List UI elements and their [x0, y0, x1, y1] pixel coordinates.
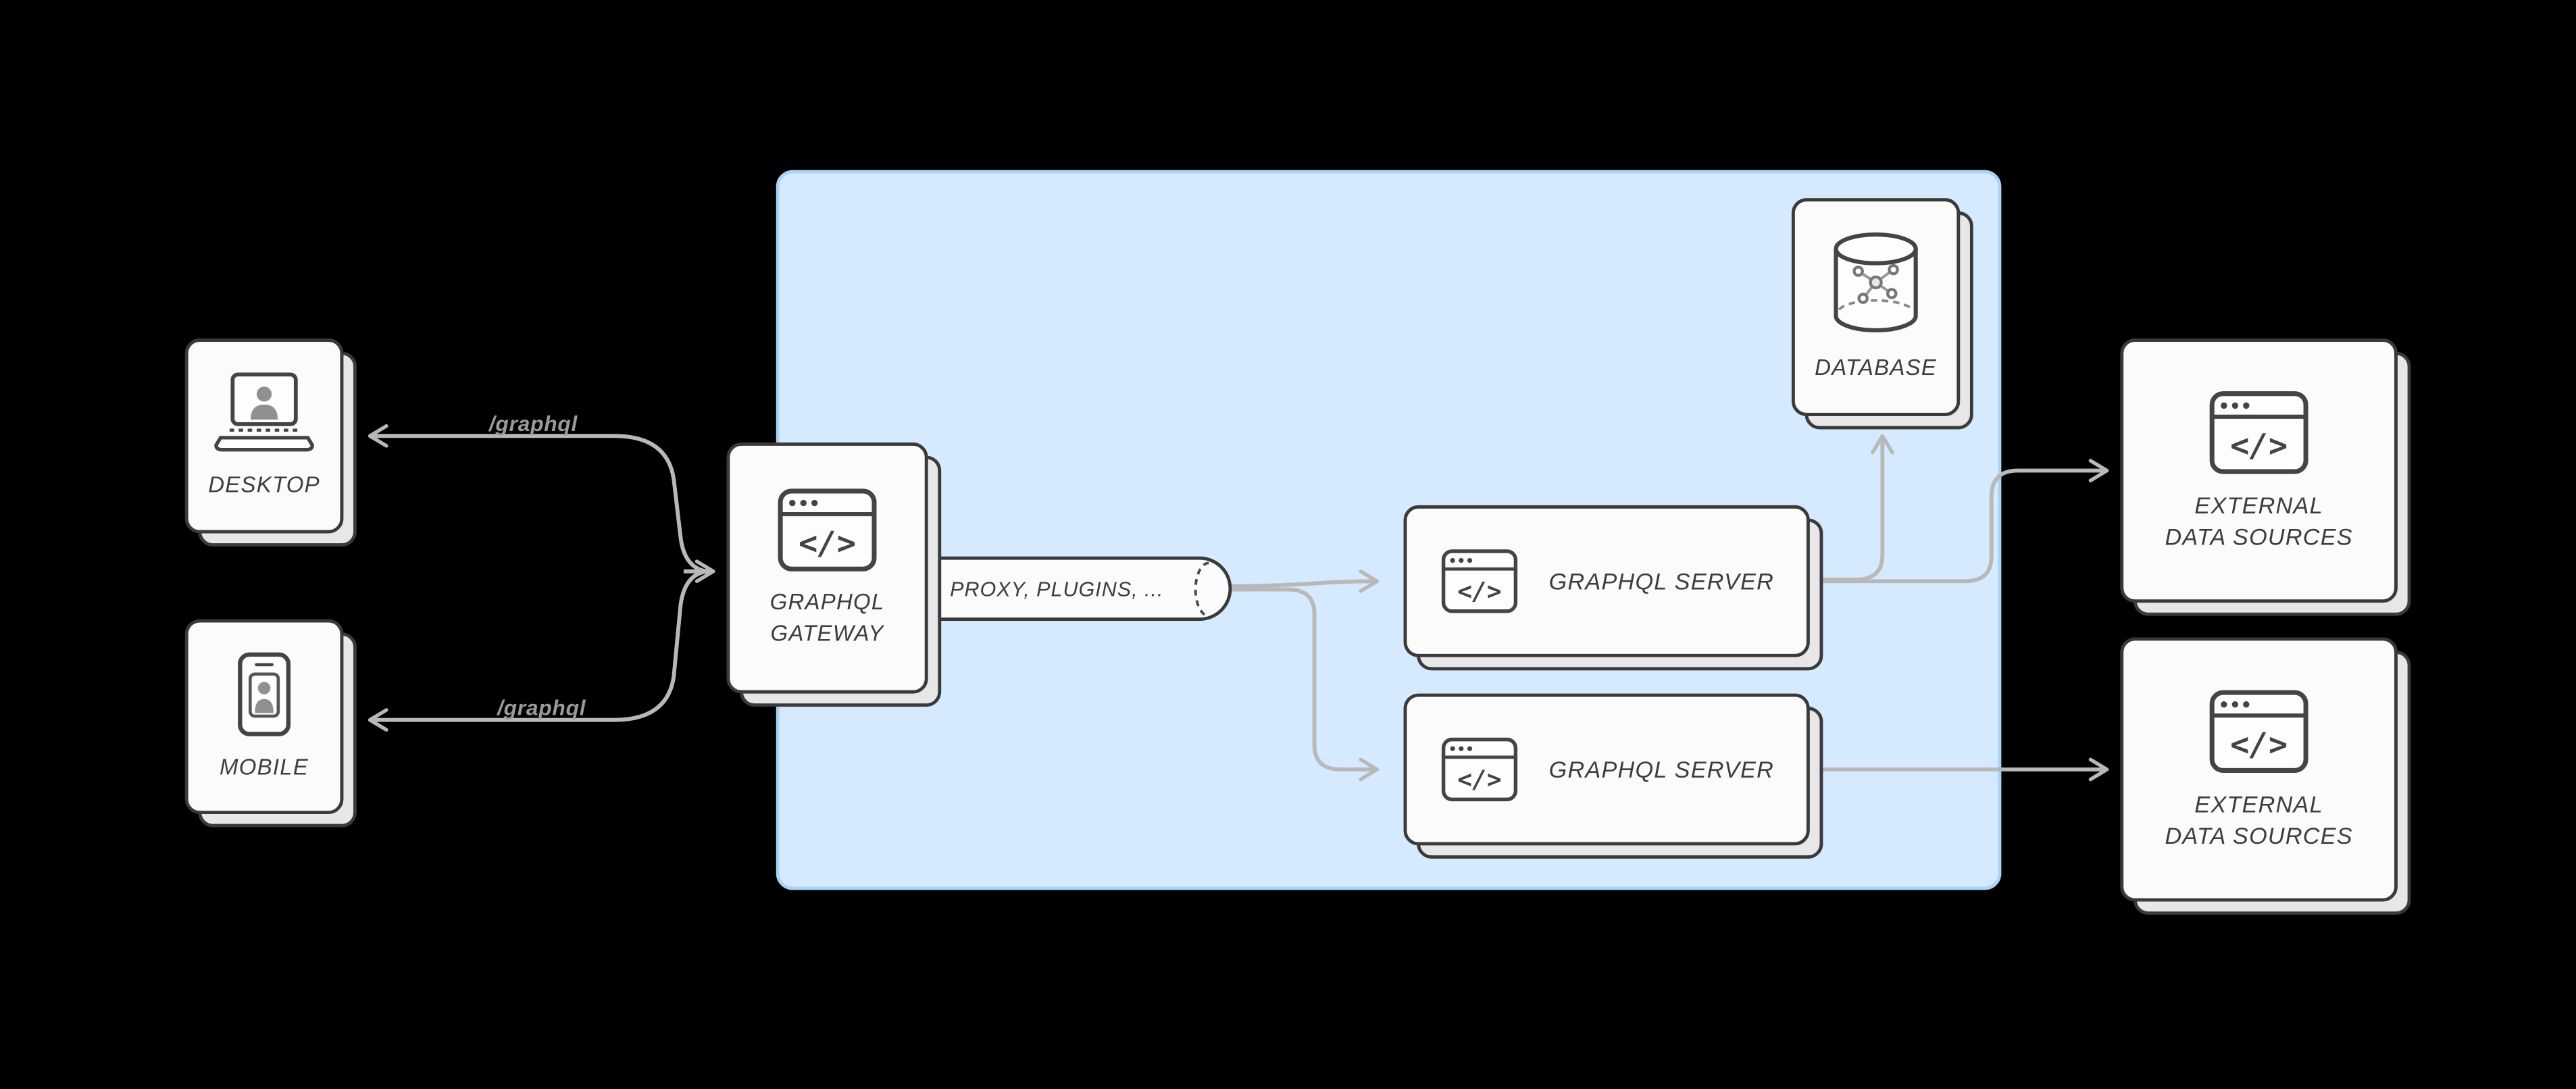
graphql-server-bottom-node: GRAPHQL SERVER	[1403, 693, 1823, 859]
edge-proxy-to-server-bottom	[1232, 587, 1380, 782]
external-data-sources-bottom-node: EXTERNAL DATA SOURCES	[2120, 637, 2411, 915]
graphql-gateway-node: GRAPHQL GATEWAY	[726, 442, 942, 707]
desktop-label: DESKTOP	[208, 472, 320, 497]
proxy-plugins-pipe: PROXY, PLUGINS, ...	[905, 556, 1232, 622]
edge-proxy-to-server-top	[1232, 569, 1380, 593]
edge-gateway-to-mobile	[368, 569, 707, 732]
laptop-icon	[209, 372, 318, 456]
server-bottom-label: GRAPHQL SERVER	[1548, 755, 1775, 782]
edge-gateway-to-desktop	[368, 424, 707, 574]
mobile-label: MOBILE	[220, 754, 309, 780]
external-bottom-label-line1: EXTERNAL	[2194, 790, 2323, 817]
edge-server-top-to-external-top	[1819, 459, 2109, 584]
external-bottom-label-line2: DATA SOURCES	[2165, 821, 2353, 849]
code-window-icon	[2208, 688, 2310, 774]
external-top-label: EXTERNAL DATA SOURCES	[2165, 490, 2352, 552]
code-window-icon	[1440, 736, 1519, 803]
gateway-label-line1: GRAPHQL	[769, 590, 885, 615]
server-top-label: GRAPHQL SERVER	[1548, 567, 1775, 594]
external-data-sources-top-node: EXTERNAL DATA SOURCES	[2120, 338, 2411, 616]
external-top-label-line1: EXTERNAL	[2194, 491, 2323, 518]
graphql-server-top-node: GRAPHQL SERVER	[1403, 505, 1823, 671]
code-window-icon	[2208, 389, 2310, 475]
database-node: DATABASE	[1791, 198, 1973, 430]
database-label: DATABASE	[1815, 355, 1938, 381]
graphql-request-label-mobile: /graphql	[497, 695, 586, 720]
external-top-label-line2: DATA SOURCES	[2165, 522, 2353, 549]
cylinder-end-icon	[1194, 561, 1209, 617]
external-bottom-label: EXTERNAL DATA SOURCES	[2165, 788, 2352, 851]
proxy-plugins-label: PROXY, PLUGINS, ...	[950, 577, 1164, 601]
mobile-node: MOBILE	[184, 619, 357, 828]
graphql-request-label-desktop: /graphql	[488, 411, 578, 436]
smartphone-icon	[236, 651, 293, 738]
edge-server-top-to-database	[1819, 434, 1894, 582]
desktop-node: DESKTOP	[184, 338, 357, 547]
gateway-label-line2: GATEWAY	[770, 619, 884, 645]
gateway-label: GRAPHQL GATEWAY	[770, 588, 885, 649]
database-icon	[1828, 230, 1924, 339]
code-window-icon	[1440, 548, 1519, 614]
code-window-icon	[776, 488, 879, 574]
